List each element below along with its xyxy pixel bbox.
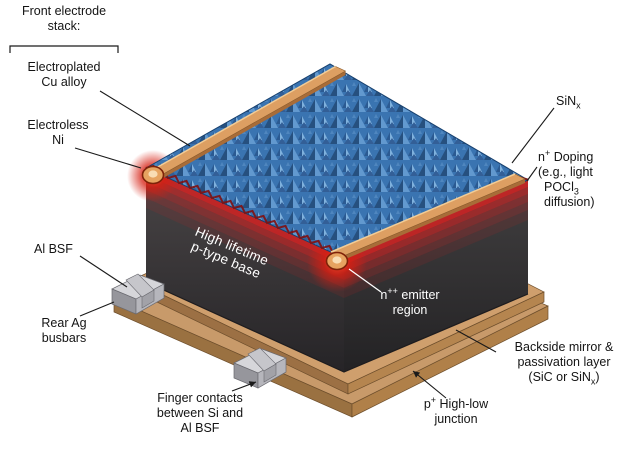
text-line: (SiC or SiNx)	[528, 370, 600, 387]
body-left-face	[146, 168, 344, 372]
leader-n-doping	[526, 166, 538, 182]
label-rear-ag-busbars: Rear Ag busbars	[22, 316, 106, 346]
text-line: Backside mirror &	[514, 340, 614, 354]
text-line: diffusion)	[544, 195, 595, 209]
text-line: Front electrode	[21, 4, 107, 18]
plated-finger-bulb-left	[141, 165, 165, 185]
leader-al-bsf	[79, 255, 128, 288]
label-sinx: SiNx	[556, 94, 581, 111]
copper-busbar-strip-1	[150, 65, 347, 179]
leader-finger-contacts	[231, 381, 257, 392]
text-line: between Si and	[156, 406, 244, 420]
label-finger-contacts: Finger contacts between Si and Al BSF	[134, 391, 266, 436]
leader-rear-ag	[79, 301, 115, 317]
label-front-electrode-stack: Front electrode stack:	[8, 4, 120, 34]
text-line: Al BSF	[34, 242, 73, 256]
text-line: stack:	[47, 19, 81, 33]
subscript: x	[590, 376, 596, 387]
body-right-face	[344, 180, 528, 372]
label-al-bsf: Al BSF	[34, 242, 73, 257]
leader-lines	[9, 45, 555, 399]
leader-backside	[455, 329, 497, 353]
label-electroless-ni: Electroless Ni	[14, 118, 102, 148]
emitter-red-band	[127, 150, 528, 298]
text-line: region	[392, 303, 428, 317]
text-line: p+ High-low	[423, 394, 489, 411]
text-line: passivation layer	[517, 355, 611, 369]
label-electroplated-cu: Electroplated Cu alloy	[8, 60, 120, 90]
superscript: +	[430, 394, 437, 405]
text-line: Electroplated	[27, 60, 101, 74]
label-n-doping: n+ Doping (e.g., light POCl3 diffusion)	[538, 147, 634, 210]
leader-cu-alloy	[99, 90, 191, 147]
text-line: (e.g., light	[538, 165, 593, 179]
rear-ag-busbar-tab-left	[111, 273, 165, 315]
text-line: Rear Ag	[41, 316, 87, 330]
text-line: SiN	[556, 94, 577, 108]
text-line: Finger contacts	[157, 391, 243, 405]
leader-high-low-junction	[412, 370, 447, 399]
text-line: Ni	[52, 133, 64, 147]
copper-busbar-strip-2	[330, 173, 526, 261]
silicon-base-body	[145, 168, 529, 373]
superscript: ++	[387, 285, 398, 296]
plated-finger-bulb-center	[325, 251, 349, 271]
subscript: x	[576, 100, 581, 111]
leader-emitter-region	[348, 268, 382, 293]
rear-ag-busbar-tab-front	[233, 347, 287, 389]
text-line: n++ emitter	[380, 285, 440, 302]
text-line: junction	[434, 412, 478, 426]
leader-ni	[74, 147, 142, 169]
text-line: Cu alloy	[41, 75, 87, 89]
label-high-low-junction: p+ High-low junction	[404, 394, 508, 427]
text-line: POCl3	[544, 180, 579, 197]
text-line: Al BSF	[180, 421, 220, 435]
leader-sinx	[511, 107, 555, 164]
subscript: 3	[573, 186, 579, 197]
text-line: n+ Doping	[538, 147, 594, 164]
label-emitter-region: n++ emitter region	[362, 285, 458, 318]
front-electrode-bracket	[9, 45, 119, 53]
superscript: +	[544, 147, 551, 158]
text-line: Electroless	[27, 118, 89, 132]
text-line: busbars	[41, 331, 87, 345]
label-backside-mirror: Backside mirror & passivation layer (SiC…	[494, 340, 634, 387]
